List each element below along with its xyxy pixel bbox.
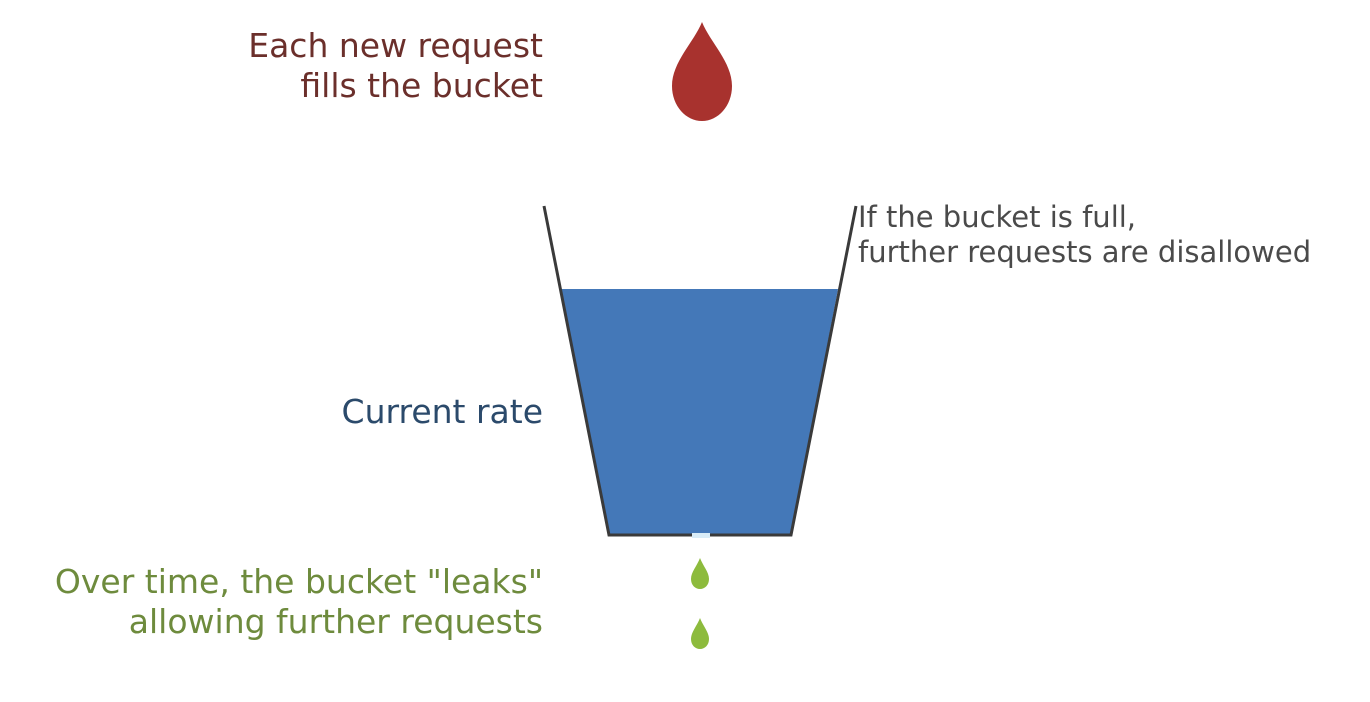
bucket-water bbox=[561, 289, 838, 535]
bucket-leaks-label: Over time, the bucket "leaks" allowing f… bbox=[55, 562, 543, 642]
leak-drop-icon-2 bbox=[691, 618, 709, 649]
bucket-leak-hole bbox=[692, 533, 710, 538]
bucket-full-label: If the bucket is full, further requests … bbox=[858, 200, 1311, 270]
bucket-full-label-line-2: further requests are disallowed bbox=[858, 235, 1312, 269]
bucket-leaks-label-line-1: Over time, the bucket "leaks" bbox=[54, 562, 543, 601]
bucket-leaks-label-line-2: allowing further requests bbox=[128, 602, 543, 641]
incoming-drop-icon bbox=[672, 22, 732, 121]
leak-drop-icon-1 bbox=[691, 558, 709, 589]
bucket-full-label-line-1: If the bucket is full, bbox=[858, 200, 1137, 234]
fill-bucket-label-line-1: Each new request bbox=[248, 26, 543, 65]
fill-bucket-label-line-2: fills the bucket bbox=[300, 66, 543, 105]
current-rate-label: Current rate bbox=[342, 392, 543, 432]
current-rate-label-text: Current rate bbox=[341, 392, 543, 431]
fill-bucket-label: Each new request fills the bucket bbox=[248, 26, 543, 106]
